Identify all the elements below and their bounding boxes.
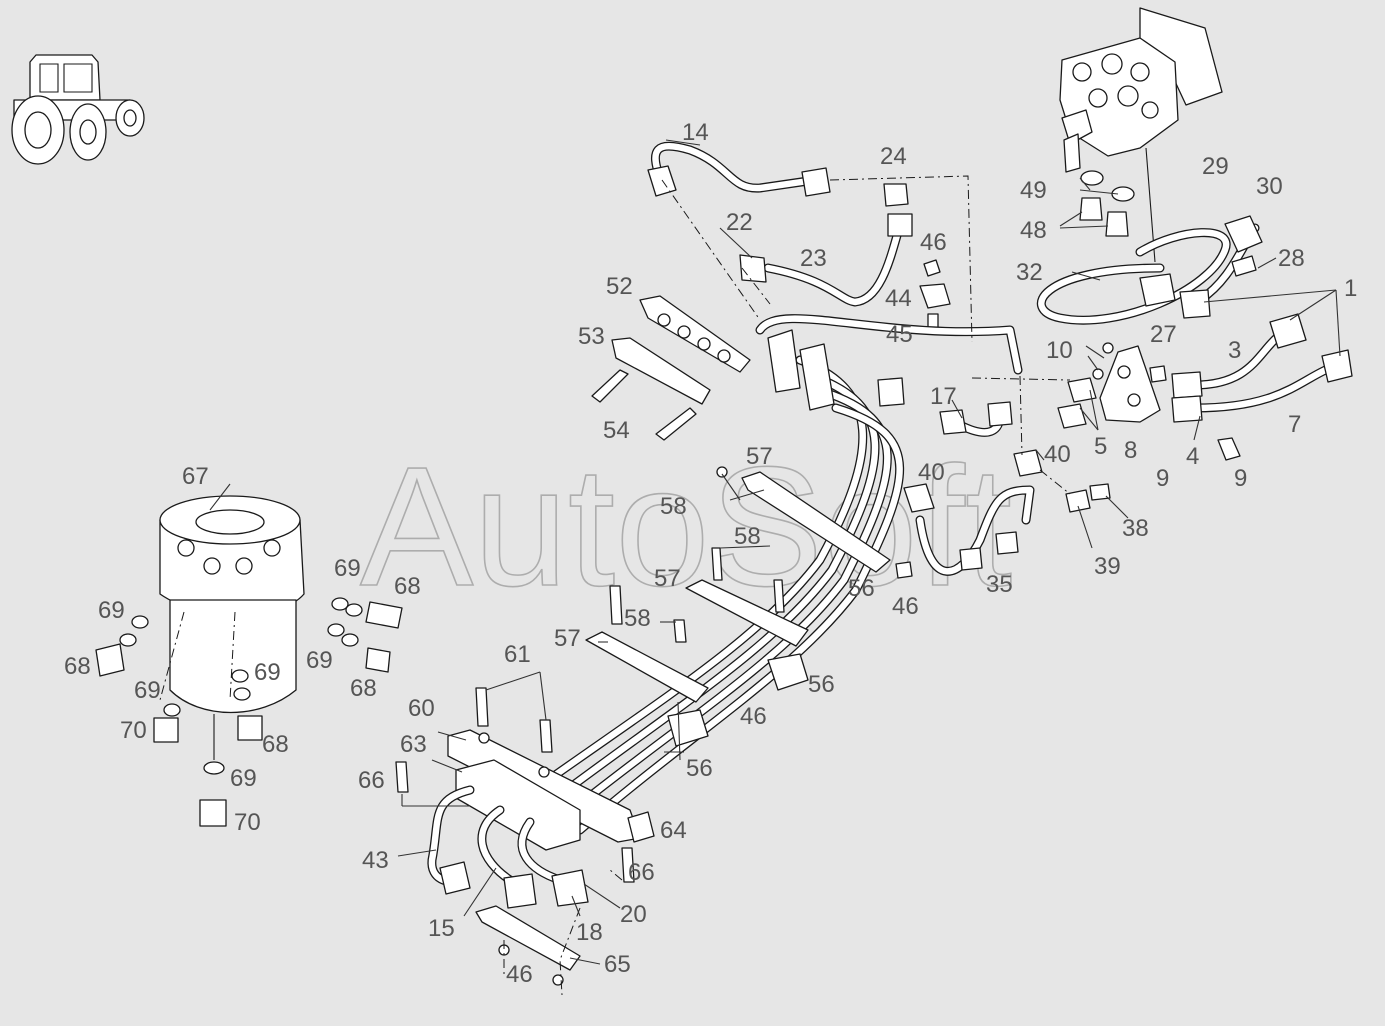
callout-68-left: 68 [64,653,91,680]
callout-46-mid: 46 [892,593,919,620]
callout-70-bottom: 70 [234,809,261,836]
callout-66: 66 [358,767,385,794]
seal-rings [1080,170,1135,202]
hose-clamp-set [591,295,751,441]
callout-27: 27 [1150,321,1177,348]
callout-58: 58 [660,493,687,520]
callout-56: 56 [848,575,875,602]
callout-69-center: 69 [254,659,281,686]
callout-56-low: 56 [686,755,713,782]
callout-58-second: 58 [734,523,761,550]
callout-3: 3 [1228,337,1241,364]
callout-18: 18 [576,919,603,946]
callout-69-bottom: 69 [230,765,257,792]
callout-56-mid: 56 [808,671,835,698]
callout-57-low: 57 [554,625,581,652]
callout-9: 9 [1156,465,1169,492]
callout-9-right: 9 [1234,465,1247,492]
callout-52: 52 [606,273,633,300]
rotary-distributor-block [159,495,305,760]
callout-65: 65 [604,951,631,978]
callout-60: 60 [408,695,435,722]
callout-35: 35 [986,571,1013,598]
pipe-clip [919,259,951,335]
callout-46: 46 [920,229,947,256]
callout-58-third: 58 [624,605,651,632]
callout-39: 39 [1094,553,1121,580]
callout-8: 8 [1124,437,1137,464]
callout-57-mid: 57 [654,565,681,592]
callout-70: 70 [120,717,147,744]
plugs-68-70 [95,601,403,827]
callout-43: 43 [362,847,389,874]
callout-5: 5 [1094,433,1107,460]
callout-48: 48 [1020,217,1047,244]
callout-32: 32 [1016,259,1043,286]
callout-7: 7 [1288,411,1301,438]
callout-66-right: 66 [628,859,655,886]
callout-38: 38 [1122,515,1149,542]
callout-30: 30 [1256,173,1283,200]
callout-28: 28 [1278,245,1305,272]
callout-24: 24 [880,143,907,170]
seal-rings-69 [119,597,363,775]
callout-64: 64 [660,817,687,844]
callout-69: 69 [334,555,361,582]
callout-22: 22 [726,209,753,236]
callout-45: 45 [886,321,913,348]
callout-1: 1 [1344,275,1357,302]
loop-hose [1036,215,1263,325]
callout-17: 17 [930,383,957,410]
callout-10: 10 [1046,337,1073,364]
lower-pipes [427,785,589,909]
callout-63: 63 [400,731,427,758]
plug-fittings [1079,197,1129,237]
callout-69-left: 69 [98,597,125,624]
valve-mounting-plate [447,687,641,843]
callout-14: 14 [682,119,709,146]
callout-40: 40 [1044,441,1071,468]
callout-29: 29 [1202,153,1229,180]
clamp-rail-lower [585,585,709,747]
clamp-rail-upper [716,466,913,579]
callout-57: 57 [746,443,773,470]
leader-lines [209,139,1341,965]
callout-61: 61 [504,641,531,668]
callout-44: 44 [885,285,912,312]
callout-69-lower: 69 [134,677,161,704]
callout-68-bottom: 68 [262,731,289,758]
clamp-rail-middle [685,547,809,691]
callout-46-bottom: 46 [506,961,533,988]
callout-15: 15 [428,915,455,942]
steering-valve [1059,7,1223,263]
pipe-17 [939,401,1013,437]
callout-4: 4 [1186,443,1199,470]
hydraulic-hoses-right [1171,313,1353,461]
mounting-bracket [1057,342,1167,429]
callout-40-left: 40 [918,459,945,486]
callout-49: 49 [1020,177,1047,204]
callout-68: 68 [394,573,421,600]
tractor-icon [11,54,145,165]
callout-20: 20 [620,901,647,928]
callout-46-low: 46 [740,703,767,730]
callout-69-right: 69 [306,647,333,674]
pipe-35 [903,449,1111,576]
mounting-strap-65 [475,905,581,986]
callout-68-right: 68 [350,675,377,702]
callout-23: 23 [800,245,827,272]
callout-53: 53 [578,323,605,350]
valve-body [395,759,655,883]
pipe-14 [647,141,831,197]
callout-67: 67 [182,463,209,490]
pipe-23 [739,183,913,307]
callout-54: 54 [603,417,630,444]
callout-numbers: 14 24 22 23 46 44 45 49 48 29 30 28 32 2… [64,119,1357,988]
watermark: AutoSoft [360,432,1012,622]
hose-bundle [515,314,1023,835]
reference-lines [159,175,1071,996]
